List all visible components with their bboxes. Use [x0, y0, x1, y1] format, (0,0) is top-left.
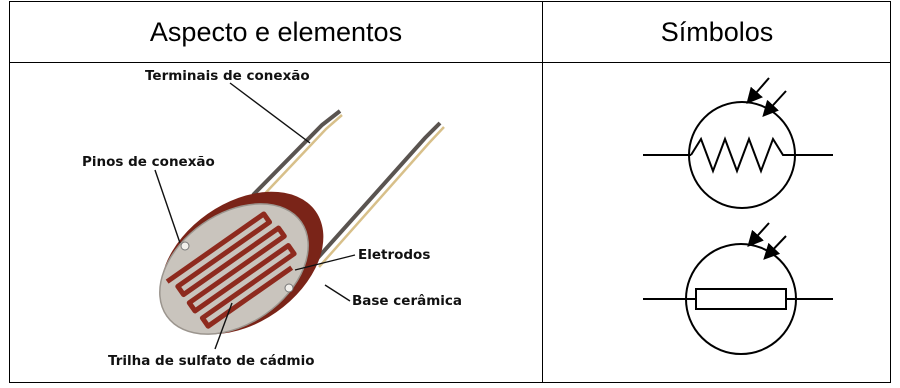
label-electrodes: Eletrodos — [358, 247, 430, 263]
label-terminals: Terminais de conexão — [145, 68, 310, 84]
connection-pin-right — [284, 283, 294, 293]
symbols-cell — [543, 63, 891, 383]
connection-pin-left — [180, 241, 190, 251]
ldr-illustration-cell: Terminais de conexão Pinos de conexão El… — [10, 63, 542, 383]
label-cadmium-track: Trilha de sulfato de cádmio — [108, 353, 315, 369]
ldr-symbols — [643, 77, 833, 355]
callout-lines — [154, 82, 356, 350]
label-ceramic-base: Base cerâmica — [352, 293, 462, 309]
cadmium-sulfide-track — [165, 211, 297, 329]
column-divider — [542, 2, 543, 382]
label-pins: Pinos de conexão — [82, 154, 215, 170]
ldr-symbol-zigzag — [643, 77, 833, 209]
ldr-illustration: Terminais de conexão Pinos de conexão El… — [82, 68, 462, 369]
connection-terminals — [251, 109, 445, 268]
ldr-symbol-rectangle — [643, 222, 833, 355]
header-symbols: Símbolos — [660, 16, 774, 47]
header-aspect: Aspecto e elementos — [149, 16, 403, 47]
header-divider — [10, 62, 890, 63]
comparison-table: Aspecto e elementos Símbolos — [9, 1, 891, 383]
